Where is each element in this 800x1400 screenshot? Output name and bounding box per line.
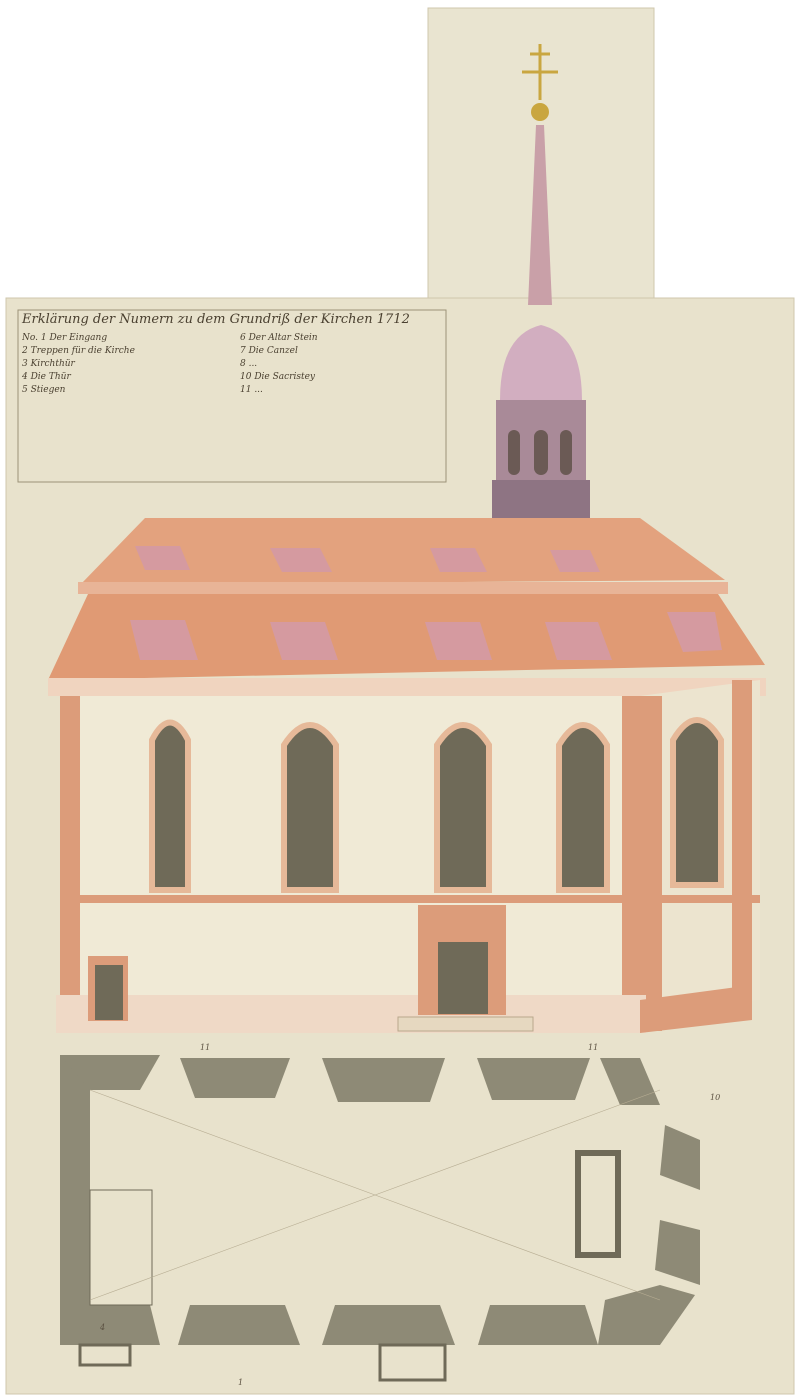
legend-title: Erklärung der Numern zu dem Grundriß der… — [22, 312, 373, 327]
staircase — [89, 1189, 153, 1306]
legend-item: 4 Die Thür — [22, 372, 71, 382]
legend-frame — [17, 309, 447, 483]
plan-number: 10 — [710, 1093, 720, 1102]
dormer-windows — [130, 546, 722, 660]
floor-plan — [60, 1055, 700, 1345]
nave-wall — [60, 696, 640, 1001]
legend-item: 10 Die Sacristey — [240, 372, 315, 382]
legend-item: 5 Stiegen — [22, 385, 66, 395]
steps — [397, 1016, 534, 1032]
legend-date: 1712 — [376, 312, 410, 327]
pilaster — [622, 696, 662, 1031]
legend-item: No. 1 Der Eingang — [22, 333, 108, 343]
spire — [528, 125, 552, 305]
legend-item: 7 Die Canzel — [240, 346, 298, 356]
plan-number: 4 — [99, 1323, 105, 1332]
cross-icon — [522, 44, 558, 100]
spire-ball — [531, 103, 549, 121]
plan-number: 1 — [238, 1378, 243, 1387]
legend-item: 11 ... — [240, 385, 263, 395]
altar — [575, 1150, 621, 1258]
tower-dome — [500, 325, 582, 400]
legend-item: 6 Der Altar Stein — [240, 333, 318, 343]
legend-item: 8 ... — [240, 359, 258, 369]
legend: Erklärung der Numern zu dem Grundriß der… — [22, 312, 442, 480]
plan-number: 11 — [588, 1043, 598, 1052]
plan-number: 11 — [200, 1043, 210, 1052]
legend-item: 3 Kirchthür — [22, 359, 75, 369]
side-door[interactable] — [95, 965, 123, 1020]
main-door[interactable] — [438, 942, 488, 1014]
legend-item: 2 Treppen für die Kirche — [22, 346, 135, 356]
gothic-windows — [149, 717, 724, 893]
